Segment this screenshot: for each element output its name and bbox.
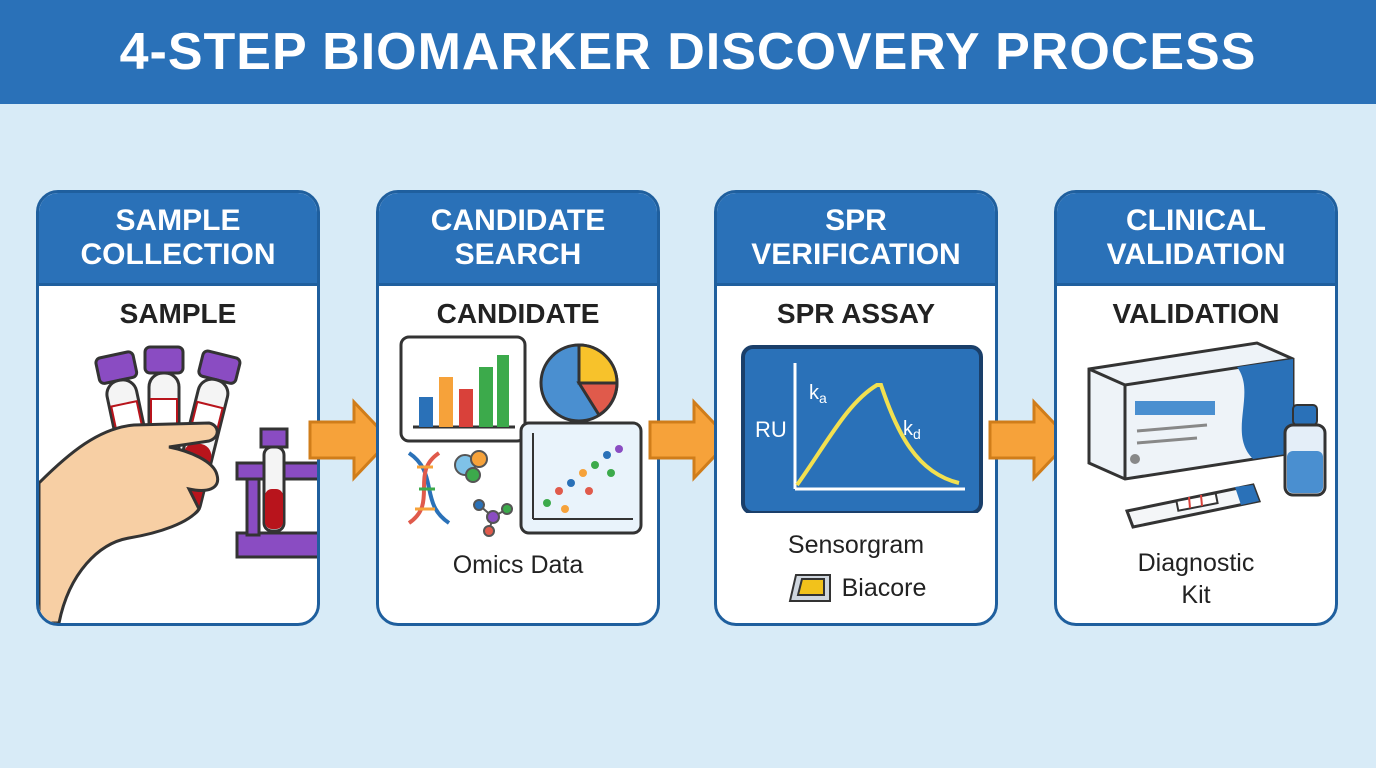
step-card-sample-collection: SAMPLE COLLECTION SAMPLE (36, 190, 320, 626)
step-header-line2: VERIFICATION (751, 238, 961, 271)
caption-line1: Diagnostic (1137, 549, 1255, 577)
pie-chart-icon (539, 343, 619, 423)
biacore-label: Biacore (841, 573, 927, 602)
arrow-right-icon (308, 398, 392, 482)
blood-tubes-in-hand-icon (39, 345, 317, 623)
step-header: SPR VERIFICATION (717, 193, 995, 286)
step-caption: Diagnostic Kit (1057, 547, 1335, 611)
step-subtitle: SPR ASSAY (776, 298, 936, 329)
scatter-plot-icon (519, 421, 643, 535)
title-banner: 4-STEP BIOMARKER DISCOVERY PROCESS (0, 0, 1376, 104)
step-caption: Sensorgram (787, 531, 925, 559)
step-header: CANDIDATE SEARCH (379, 193, 657, 286)
step-subtitle: VALIDATION (1112, 298, 1280, 329)
sensor-chip-icon (788, 574, 831, 602)
step-header: CLINICAL VALIDATION (1057, 193, 1335, 286)
omics-illustration (399, 335, 643, 537)
step-header-line1: SAMPLE (115, 204, 241, 237)
step-card-clinical-validation: CLINICAL VALIDATION VALIDATION Diagn (1054, 190, 1338, 626)
step-header-line2: SEARCH (454, 238, 582, 271)
step-header: SAMPLE COLLECTION (39, 193, 317, 286)
page-title: 4-STEP BIOMARKER DISCOVERY PROCESS (119, 23, 1257, 81)
step-card-candidate-search: CANDIDATE SEARCH CANDIDATE (376, 190, 660, 626)
caption-line2: Kit (1181, 581, 1211, 609)
sensorgram-icon: RU ka kd (741, 345, 983, 513)
dna-icon (407, 451, 451, 525)
test-strip-icon (1124, 483, 1262, 529)
dropper-bottle-icon (1283, 404, 1327, 497)
step-header-line2: COLLECTION (80, 238, 276, 271)
kd-label: k (903, 418, 914, 440)
arrow-right-icon (988, 398, 1072, 482)
step-header-line1: SPR (825, 204, 887, 237)
step-subtitle: SAMPLE (119, 298, 237, 329)
molecule-icon (454, 450, 513, 537)
diagnostic-kit-box-icon (1087, 341, 1295, 481)
step-header-line1: CLINICAL (1126, 204, 1266, 237)
diagnostic-kit-illustration (1087, 341, 1327, 529)
bar-chart-icon (399, 335, 527, 443)
sensorgram-y-label: RU (755, 417, 787, 442)
svg-text:kd: kd (903, 418, 921, 442)
ka-subscript: a (819, 390, 827, 406)
test-tube-rack-icon (235, 427, 317, 559)
biacore-row: Biacore (717, 571, 995, 605)
step-header-line2: VALIDATION (1106, 238, 1286, 271)
svg-text:ka: ka (809, 382, 827, 406)
step-subtitle: CANDIDATE (436, 298, 600, 329)
arrow-right-icon (648, 398, 732, 482)
step-caption: Omics Data (452, 551, 584, 579)
step-header-line1: CANDIDATE (430, 204, 606, 237)
kd-subscript: d (913, 426, 921, 442)
ka-label: k (809, 382, 820, 404)
step-card-spr-verification: SPR VERIFICATION SPR ASSAY RU ka kd Sens… (714, 190, 998, 626)
